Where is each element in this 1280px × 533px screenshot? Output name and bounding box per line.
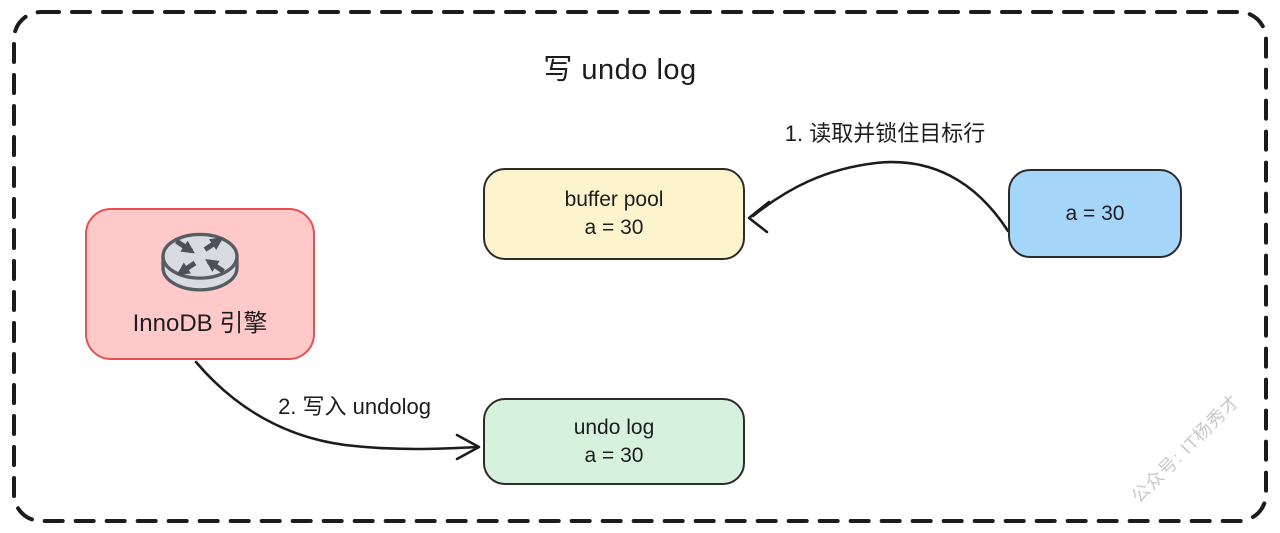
node-innodb-engine: InnoDB 引擎: [85, 208, 315, 360]
edge-read-lock-arrow: [747, 160, 1010, 234]
node-buffer-pool-value: a = 30: [584, 216, 644, 239]
edge-write-undolog-label: 2. 写入 undolog: [278, 394, 431, 419]
node-buffer-pool: buffer pool a = 30: [483, 168, 745, 260]
watermark-text: 公众号: IT杨秀才: [1127, 390, 1244, 507]
diagram-title: 写 undo log: [543, 54, 697, 86]
node-undo-log-value: a = 30: [584, 443, 644, 467]
node-buffer-pool-title: buffer pool: [564, 188, 664, 211]
edge-read-lock-label: 1. 读取并锁住目标行: [784, 121, 986, 146]
node-innodb-label: InnoDB 引擎: [132, 309, 268, 337]
node-undo-log-title: undo log: [573, 415, 655, 439]
node-undo-log: undo log a = 30: [483, 398, 745, 485]
node-target-row: a = 30: [1008, 169, 1182, 258]
node-target-row-value: a = 30: [1065, 201, 1125, 225]
router-icon: [161, 232, 239, 292]
